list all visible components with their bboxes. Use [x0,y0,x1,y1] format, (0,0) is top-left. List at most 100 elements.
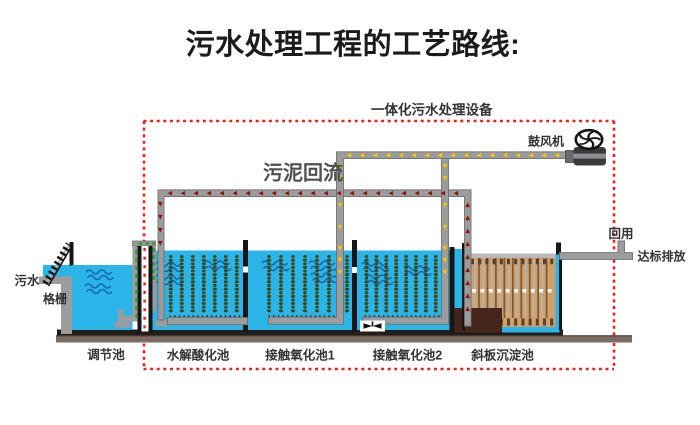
tank-label-oxidation2: 接触氧化池2 [373,348,443,363]
media-column-part [267,283,271,288]
sludge-flow-arrow [440,190,446,196]
sludge-flow-arrow [465,267,470,273]
media-column [394,254,399,313]
divider-notch-2 [352,267,357,273]
media-column-part [180,262,184,266]
media-column-part [384,258,389,262]
media-column-part [213,269,217,273]
media-column-part [190,287,195,291]
media-column-part [235,298,239,302]
media-column-part [424,276,428,280]
media-column-part [384,294,389,298]
media-column-part [414,283,418,288]
media-column-part [235,262,239,266]
diffuser-tick [192,314,195,317]
media-column-part [169,305,173,309]
media-column-part [201,258,206,262]
media-column-part [314,258,320,262]
media-column-part [278,287,284,291]
divider-hydrolysis-ox1 [243,240,248,332]
media-column-part [414,291,418,295]
media-column-part [413,258,419,262]
media-column-part [201,280,206,284]
media-column [403,254,409,313]
media-column-part [279,298,283,302]
diffuser-tick [277,314,280,317]
media-column-part [364,283,369,288]
media-column-part [414,254,418,259]
media-column-part [345,291,349,295]
media-column-part [384,287,389,291]
media-column-part [326,273,332,277]
wave-symbol [85,269,113,275]
media-column-part [224,291,228,295]
media-column-part [413,273,419,277]
screen-rail-right [47,245,73,287]
media-column-part [190,309,195,313]
media-column-part [235,291,239,295]
media-column-part [201,294,206,298]
media-column-part [345,305,349,309]
media-column-part [403,309,409,313]
media-column-part [404,305,408,309]
media-column-part [414,298,418,302]
media-column-part [279,276,283,280]
media-column-part [190,302,195,306]
lift-left-black [137,246,142,332]
media-column-part [202,298,206,302]
media-column-part [403,302,409,306]
media-column-part [327,276,331,280]
screen-channel-water [43,265,74,277]
media-column-part [191,269,195,273]
foundation-slab [56,336,632,343]
media-column-part [201,273,206,277]
discharge-label: 达标排放 [638,249,687,264]
sludge-flow-arrow [414,190,420,196]
media-column-part [315,283,319,288]
media-column-part [169,276,173,280]
media-column-part [433,302,438,306]
media-column-part [291,254,295,259]
wave-symbol [366,279,394,286]
effluent-pipe [559,240,633,260]
media-column-part [212,302,217,306]
media-column-part [364,298,369,302]
media-column-part [344,287,350,291]
media-column-part [434,298,438,302]
blower-band [573,153,606,159]
media-column-part [202,305,206,309]
media-column-part [394,298,399,302]
media-column-part [290,287,296,291]
lift-bore [141,246,149,332]
media-column-part [384,265,389,269]
media-column-part [290,294,296,298]
media-column-part [394,309,399,313]
media-column-part [384,309,389,313]
media-column-part [364,276,369,280]
media-column-part [303,291,307,295]
channel-floor [39,276,74,284]
media-column-part [224,283,228,288]
sludge-flow-arrow [167,190,173,196]
lift-flow-dash [135,266,138,270]
settler-right-wall [559,254,562,330]
tank-floor [57,329,563,336]
diffuser-tick [210,314,213,317]
labels: 污水处理工程的工艺路线: 一体化污水处理设备 污泥回流 鼓风机 污水 格栅 调节… [14,27,686,362]
media-column-part [223,302,228,306]
media-column-part [374,305,379,309]
inclined-plate-module-part [541,259,544,318]
media-column-part [413,294,419,298]
aeration-diffusers [169,314,445,317]
media-column-part [394,280,399,284]
air-flow-arrow [489,152,495,158]
media-column-part [179,258,184,262]
media-column-part [364,305,369,309]
air-flow-arrow [515,152,521,158]
lift-pump [114,309,135,328]
media-column-part [223,309,228,313]
media-column-part [234,309,239,313]
media-column [302,254,308,313]
media-column-part [403,294,409,298]
